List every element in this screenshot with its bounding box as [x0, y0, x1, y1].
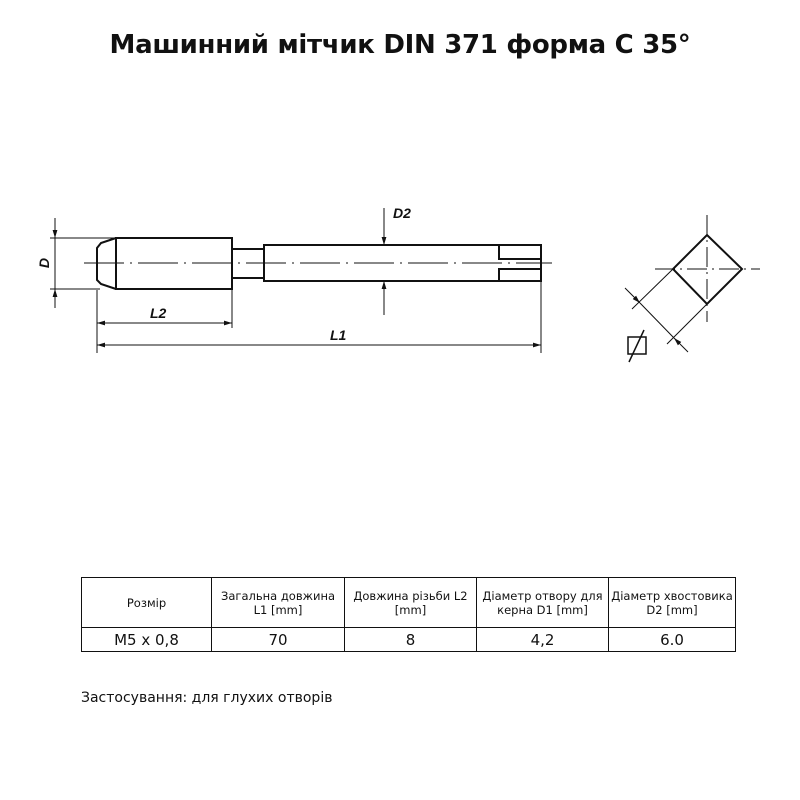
page-title: Машинний мітчик DIN 371 форма C 35°	[109, 30, 691, 60]
dimension-d	[50, 218, 116, 308]
cell-size: M5 x 0,8	[81, 627, 212, 652]
header-l1: Загальна довжина L1 [mm]	[211, 577, 345, 628]
header-l2: Довжина різьби L2 [mm]	[344, 577, 477, 628]
cell-d2: 6.0	[608, 627, 736, 652]
label-l2: L2	[150, 305, 167, 321]
square-shank-icon	[627, 329, 647, 363]
tap-end-view	[624, 215, 760, 353]
dimension-l	[96, 281, 542, 353]
label-l1: L1	[330, 327, 347, 343]
cell-l1: 70	[211, 627, 345, 652]
header-d1: Діаметр отвору для керна D1 [mm]	[476, 577, 609, 628]
label-d2: D2	[393, 205, 411, 221]
label-d: D	[36, 258, 52, 268]
table-row: M5 x 0,8 70 8 4,2 6.0	[81, 627, 736, 652]
table-header-row: Розмір Загальна довжина L1 [mm] Довжина …	[81, 577, 736, 628]
header-d2: Діаметр хвостовика D2 [mm]	[608, 577, 736, 628]
usage-note: Застосування: для глухих отворів	[81, 690, 333, 706]
cell-d1: 4,2	[476, 627, 609, 652]
header-size: Розмір	[81, 577, 212, 628]
spec-table: Розмір Загальна довжина L1 [mm] Довжина …	[81, 577, 736, 652]
cell-l2: 8	[344, 627, 477, 652]
